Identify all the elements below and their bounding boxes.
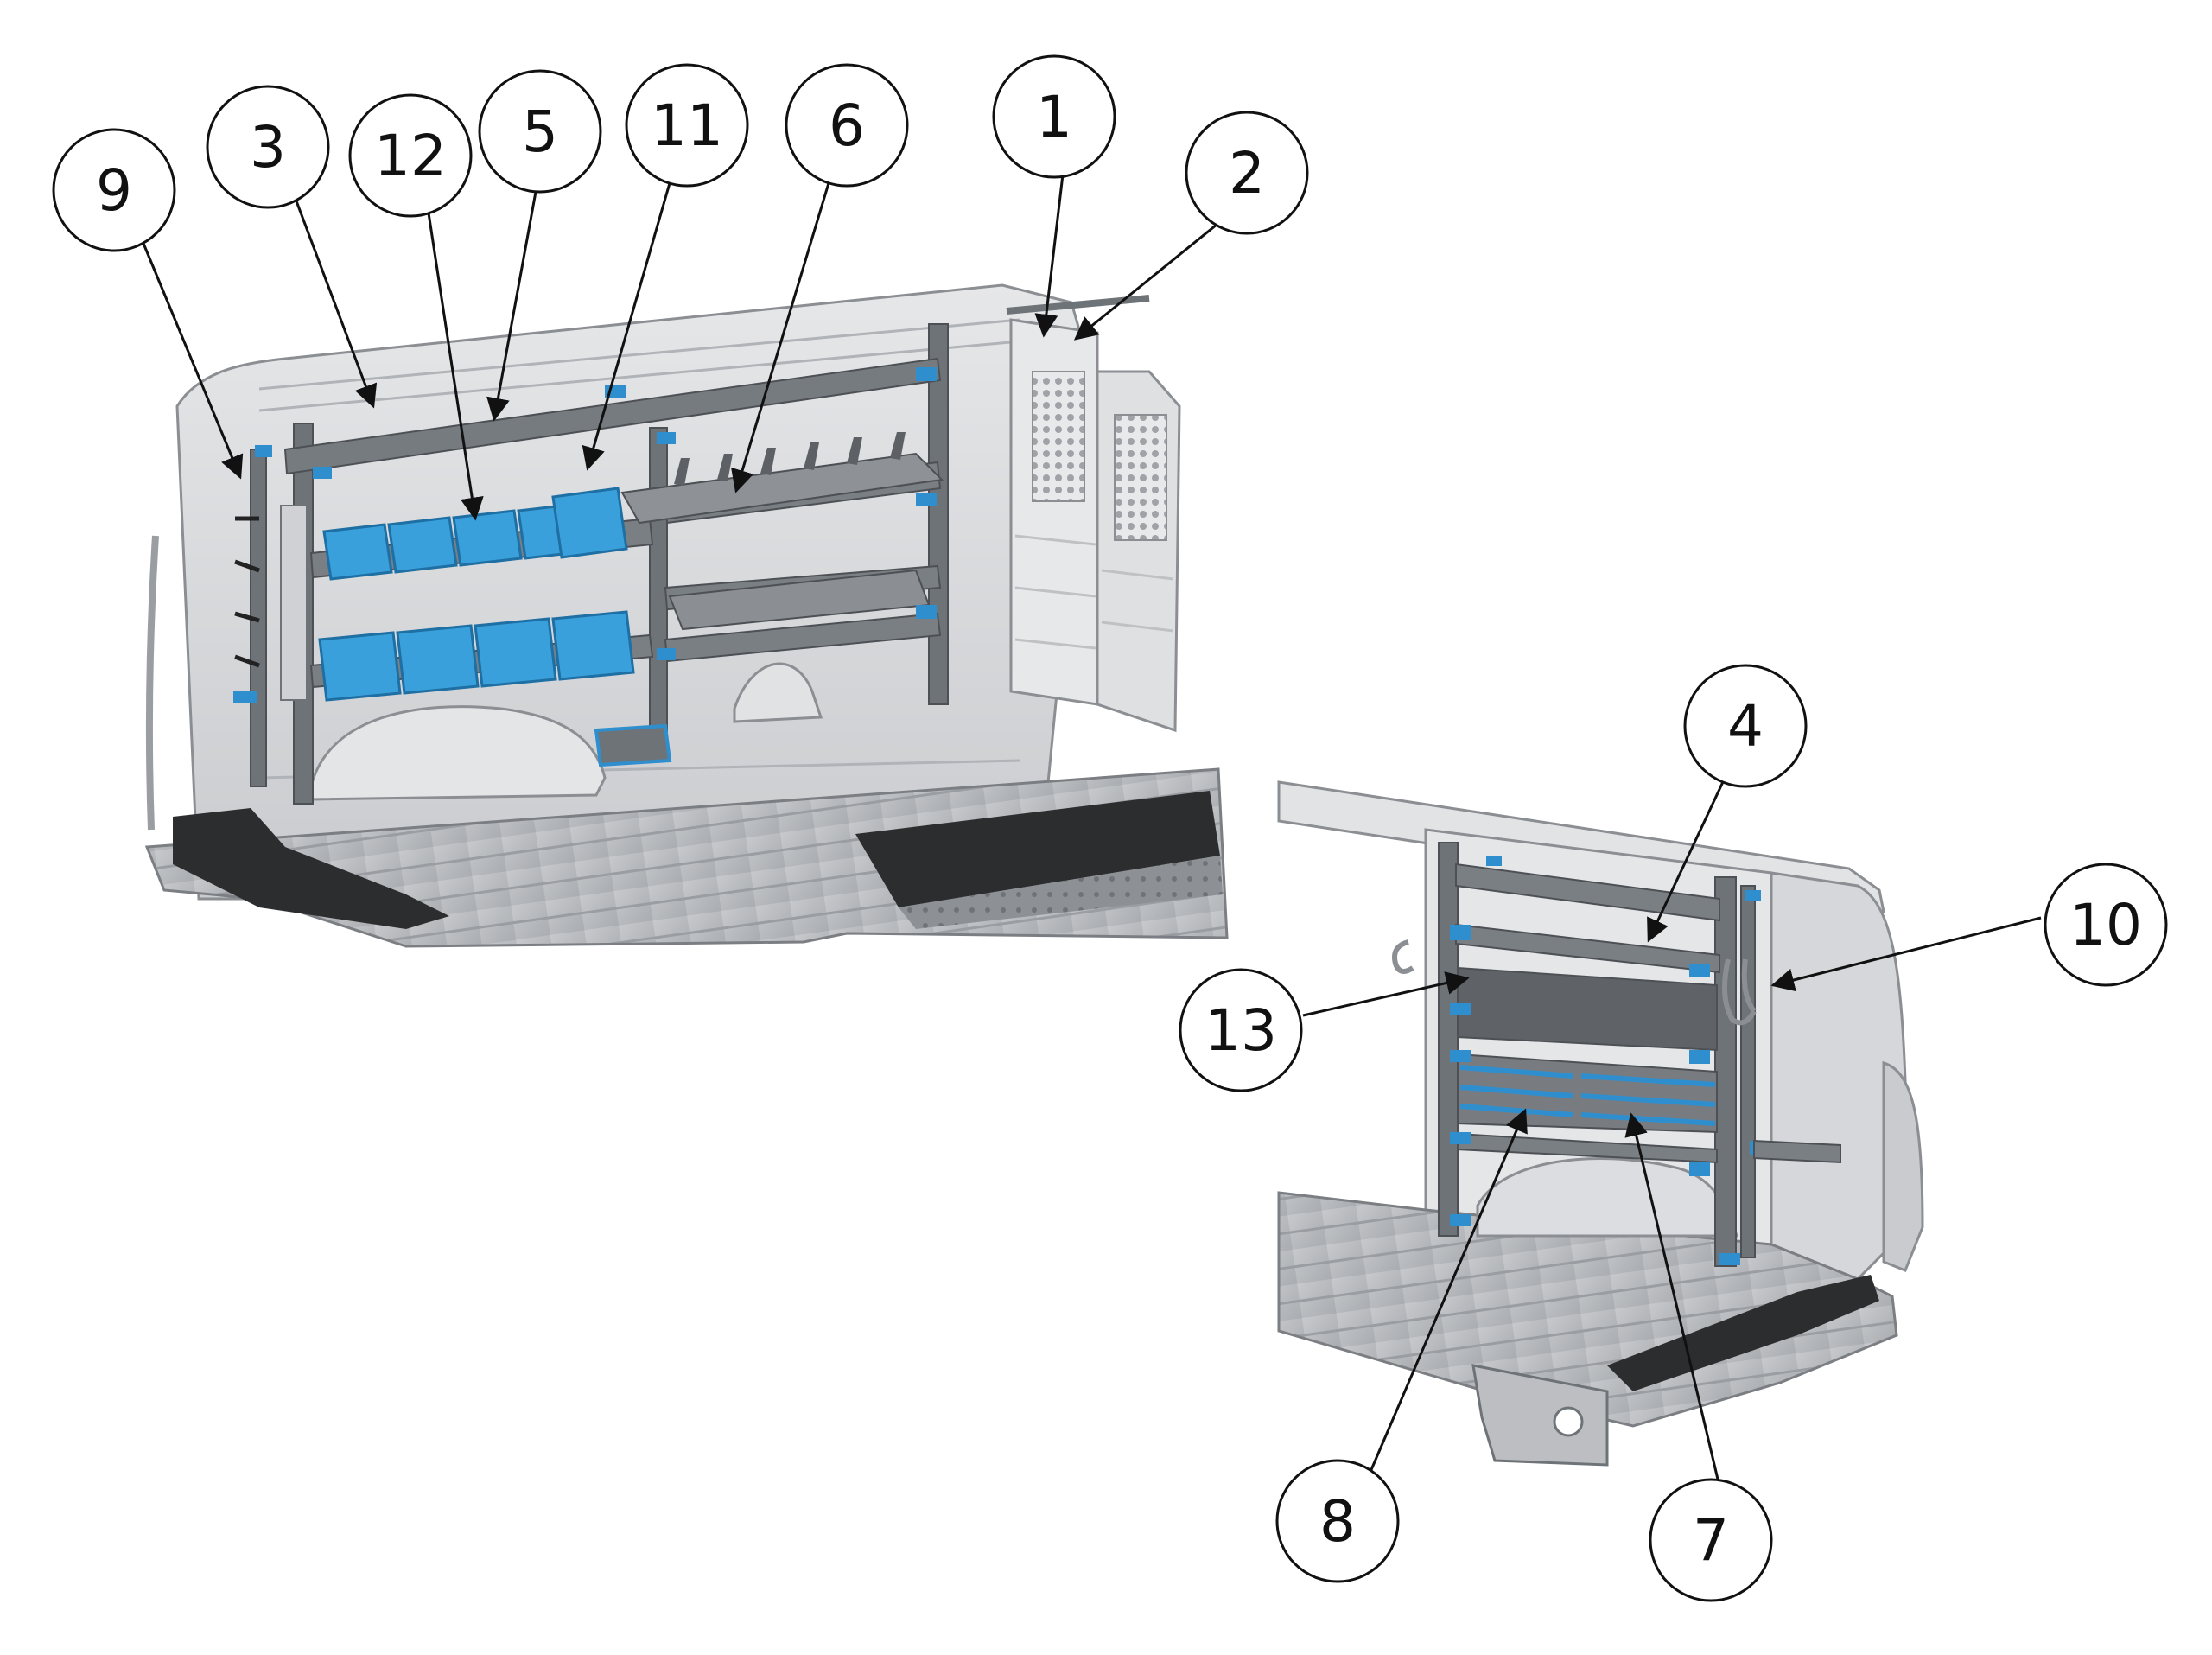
rear-shelf-uprights [1438,842,1756,1267]
leader-line-2 [1073,223,1217,341]
svg-text:7: 7 [1693,1507,1729,1574]
svg-text:4: 4 [1727,693,1764,760]
van-rear-shelving-illustration [1277,780,1924,1467]
step-mat-right [855,791,1220,907]
leader-line-5 [486,191,537,422]
rear-hooks [1392,939,1757,1026]
leader-line-8 [1366,1108,1528,1479]
side-rail [1753,1139,1841,1164]
callout-3: 3 [206,85,330,209]
svg-text:2: 2 [1229,140,1265,207]
callout-6: 6 [785,63,909,188]
callout-7: 7 [1649,1478,1773,1602]
svg-text:10: 10 [2069,892,2142,958]
door-frame [145,535,159,831]
svg-text:8: 8 [1319,1488,1356,1555]
svg-text:6: 6 [829,92,865,159]
ladder-hook-panel [234,505,308,701]
leader-line-4 [1647,770,1730,943]
step-mat-left [173,808,449,929]
callout-13: 13 [1179,968,1303,1092]
callout-2: 2 [1185,111,1309,235]
callout-10: 10 [2044,863,2168,987]
callout-9: 9 [52,128,176,252]
callout-8: 8 [1275,1459,1400,1583]
top-rail [283,357,942,475]
leader-line-3 [294,198,378,409]
hitch-hole [1553,1406,1584,1437]
leader-lines [138,165,2042,1487]
rear-step-mat [1607,1275,1879,1391]
svg-text:13: 13 [1205,997,1277,1064]
leader-line-10 [1770,916,2042,992]
leader-line-11 [582,182,671,471]
floor-bracket [594,723,672,767]
bins-lower [318,610,635,702]
callout-layer: 1 2 3 4 5 6 7 8 [52,54,2168,1602]
svg-text:1: 1 [1036,84,1072,150]
bins-upper [322,487,628,581]
leader-line-6 [731,165,836,493]
wheel-well-rear [733,662,823,723]
bulkhead-partition [1006,295,1181,733]
leader-line-9 [138,234,244,480]
svg-text:9: 9 [96,157,132,224]
svg-text:3: 3 [250,114,286,181]
rear-top-rail [1455,863,1720,922]
van-side-shelving-illustration [144,283,1229,948]
callout-5: 5 [478,69,602,194]
leader-line-1 [1034,174,1065,338]
step-mat-edge [899,856,1223,929]
callout-4: 4 [1683,664,1808,788]
callout-12: 12 [348,93,473,218]
callout-1: 1 [992,54,1116,179]
leader-line-12 [426,207,484,521]
svg-text:11: 11 [651,92,723,159]
rear-hitch [1471,1364,1609,1467]
divider-shelf [620,432,944,525]
door-pillar [1882,1061,1924,1272]
callout-11: 11 [625,63,749,188]
leader-line-7 [1624,1112,1721,1487]
leader-line-13 [1302,971,1470,1017]
svg-text:5: 5 [522,99,558,165]
svg-text:12: 12 [374,123,447,189]
